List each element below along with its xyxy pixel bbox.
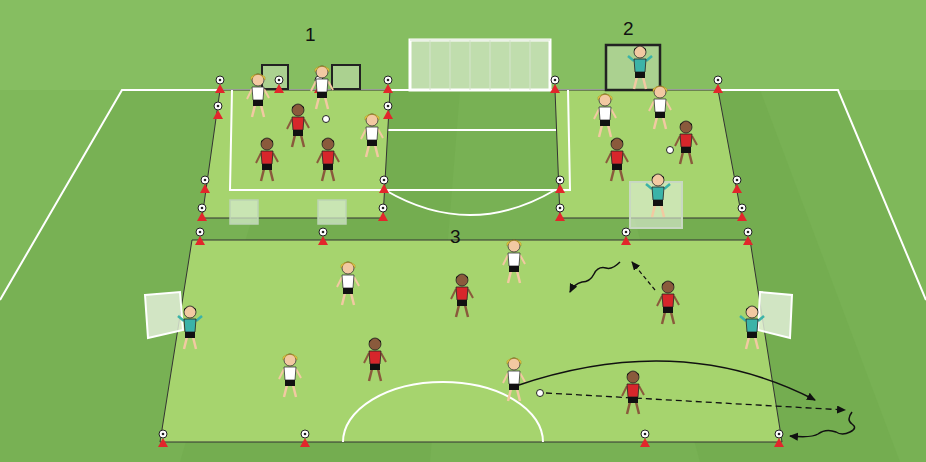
area-number: 2 bbox=[623, 19, 634, 38]
area-number: 1 bbox=[305, 25, 316, 44]
area-number: 3 bbox=[450, 227, 461, 246]
